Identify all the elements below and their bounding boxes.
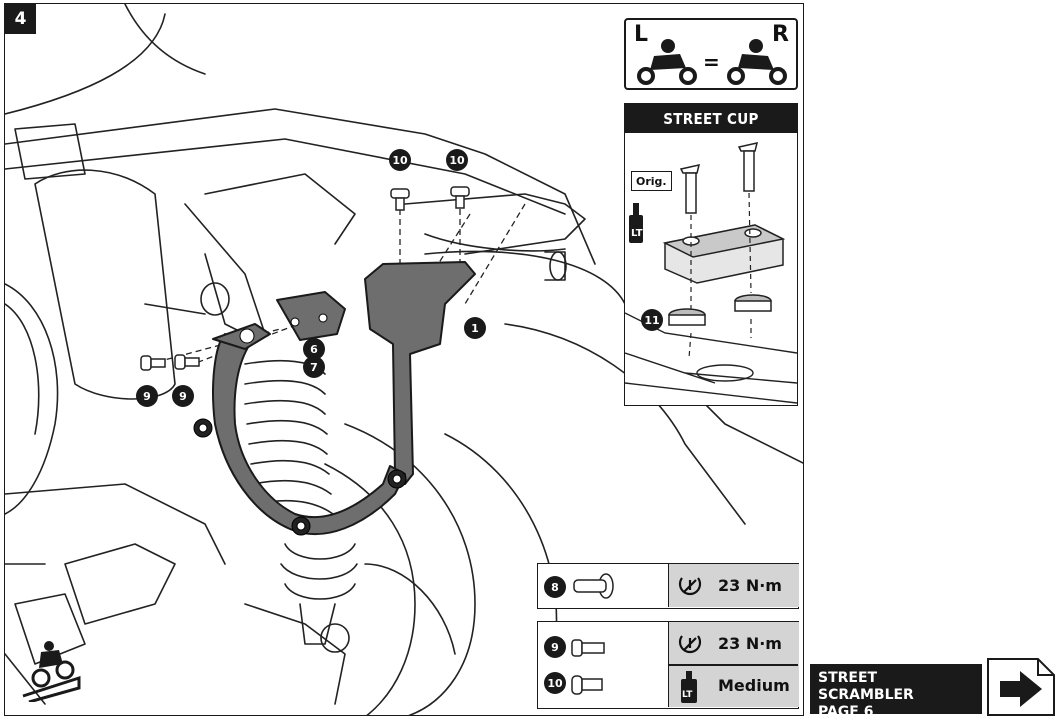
torque-9-10: 23 N·m — [718, 634, 782, 653]
callout-8: 8 — [544, 576, 566, 598]
orientation-box: L R = — [624, 18, 798, 90]
spec-row-9-10: 9 10 23 N·m LT Medium — [537, 621, 799, 709]
callout-10: 10 — [544, 672, 566, 694]
page-number: PAGE 6 — [818, 704, 874, 720]
equals-sign: = — [703, 50, 720, 74]
inset-drawing: LT — [625, 142, 797, 404]
torque-wrench-icon — [678, 577, 702, 596]
callout-9: 9 — [544, 636, 566, 658]
callout-9-right: 9 — [172, 385, 194, 407]
right-label: R — [772, 22, 789, 47]
screw-9-10-icon — [571, 639, 605, 695]
rider-icon — [727, 39, 787, 85]
callout-10-left: 10 — [389, 149, 411, 171]
illustration-frame: 4 10 10 1 6 7 9 9 L R = STREET CUP — [4, 3, 804, 716]
screw-8-icon — [573, 573, 614, 599]
callout-part-6: 6 — [303, 338, 325, 360]
next-page-arrow-icon[interactable] — [986, 657, 1056, 717]
threadlock-bottle-icon: LT — [631, 228, 643, 239]
callout-10-right: 10 — [446, 149, 468, 171]
assembly-drawing — [5, 4, 803, 715]
model-name: STREET SCRAMBLER — [818, 670, 914, 703]
torque-8: 23 N·m — [718, 576, 782, 595]
left-label: L — [634, 22, 649, 47]
threadlock-bottle-icon: LT — [681, 671, 697, 703]
orig-tag: Orig. — [631, 171, 672, 191]
spec-row-8: 8 23 N·m — [537, 563, 799, 609]
torque-wrench-icon — [678, 635, 702, 654]
callout-part-7: 7 — [303, 356, 325, 378]
callout-part-1: 1 — [464, 317, 486, 339]
manual-page-label: STREET SCRAMBLER PAGE 6 — [810, 664, 982, 720]
threadlock-bottle-label: LT — [682, 690, 693, 700]
threadlock-strength: Medium — [718, 676, 790, 695]
callout-11: 11 — [641, 309, 663, 331]
callout-9-left: 9 — [136, 385, 158, 407]
rider-icon — [637, 39, 697, 85]
inset-title: STREET CUP — [625, 104, 797, 133]
motorcycle-corner-icon — [22, 641, 81, 702]
step-number: 4 — [5, 4, 36, 34]
street-cup-inset: STREET CUP LT Orig. 11 — [624, 103, 798, 406]
